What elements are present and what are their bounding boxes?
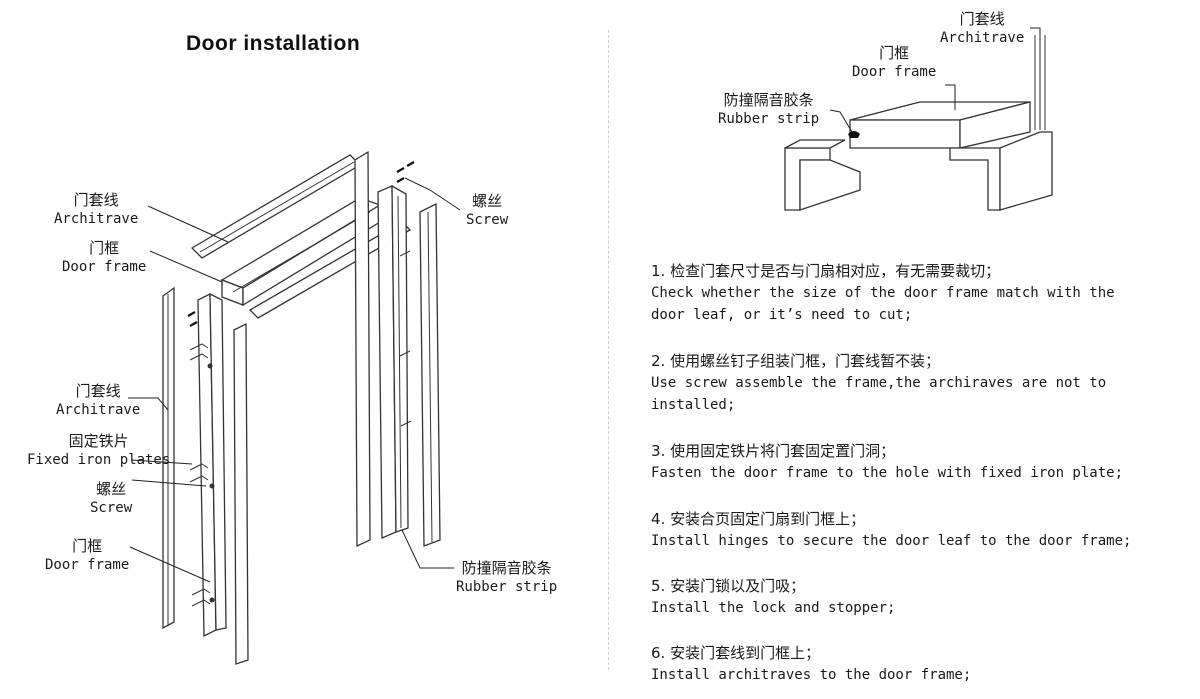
- right-door-frame-drawing: [354, 150, 441, 548]
- left-door-frame-drawing: [189, 292, 227, 638]
- step-6: 6. 安装门套线到门框上； Install architraves to the…: [651, 644, 972, 683]
- step-4: 4. 安装合页固定门扇到门框上； Install hinges to secur…: [651, 510, 1132, 549]
- exploded-frame-diagram: [128, 150, 461, 665]
- label-rubber-strip: 防撞隔音胶条 Rubber strip: [456, 559, 558, 595]
- page-title: Door installation: [186, 32, 361, 55]
- step-2: 2. 使用螺丝钉子组装门框，门套线暂不装； Use screw assemble…: [651, 352, 1107, 413]
- label-architrave-top: 门套线 Architrave: [54, 191, 139, 227]
- step-5: 5. 安装门锁以及门吸； Install the lock and stoppe…: [651, 577, 896, 616]
- label-door-frame-top: 门框 Door frame: [62, 239, 147, 275]
- frame-section-diagram: [784, 27, 1053, 211]
- step-1: 1. 检查门套尺寸是否与门扇相对应，有无需要裁切； Check whether …: [651, 262, 1115, 323]
- label-screw-mid: 螺丝 Screw: [90, 480, 133, 516]
- screw-marks: [187, 161, 415, 327]
- section-leader-lines: [829, 27, 1041, 133]
- column-divider: [608, 30, 609, 670]
- left-architrave-drawing: [162, 286, 175, 630]
- section-frame-drawing: [784, 35, 1053, 211]
- label-architrave-mid: 门套线 Architrave: [56, 382, 141, 418]
- label-door-frame-bottom: 门框 Door frame: [45, 537, 130, 573]
- label-section-rubber-strip: 防撞隔音胶条 Rubber strip: [718, 91, 820, 127]
- top-architrave-lower-drawing: [248, 221, 412, 319]
- label-section-door-frame: 门框 Door frame: [852, 44, 937, 80]
- step-3: 3. 使用固定铁片将门套固定置门洞； Fasten the door frame…: [651, 442, 1124, 481]
- label-screw-top: 螺丝 Screw: [466, 192, 509, 228]
- leader-lines: [128, 177, 461, 583]
- label-section-architrave: 门套线 Architrave: [940, 10, 1025, 46]
- left-inner-architrave-drawing: [233, 322, 249, 665]
- label-fixed-iron-plates: 固定铁片 Fixed iron plates: [27, 432, 171, 468]
